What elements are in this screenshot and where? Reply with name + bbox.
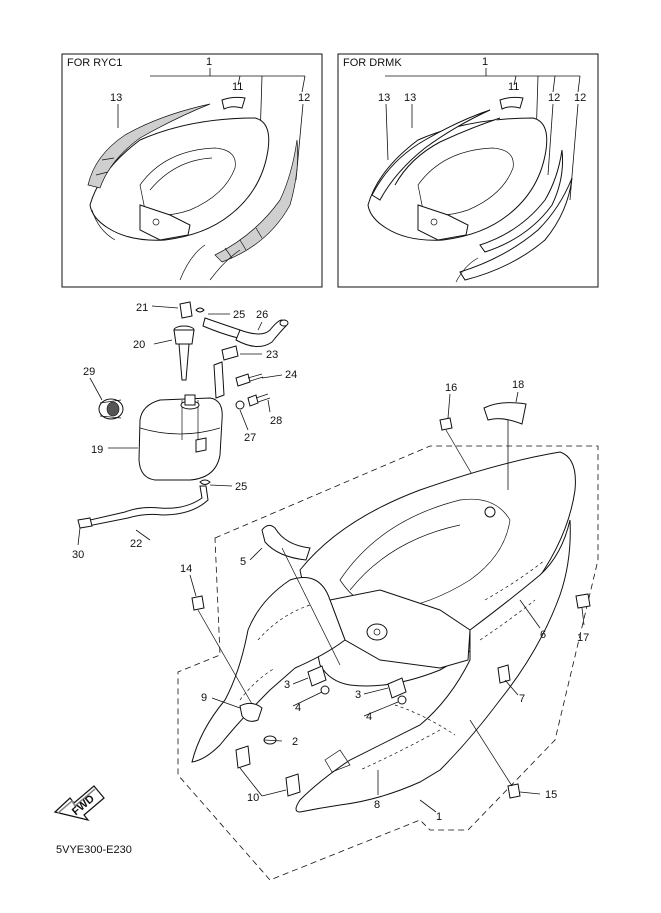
callout-4: 4 — [366, 711, 372, 723]
tank-assembly — [77, 301, 289, 529]
callout-12: 12 — [548, 92, 560, 104]
callout-23: 23 — [266, 349, 278, 361]
inset-ryc1: FOR RYC1 1 11 12 13 — [61, 53, 323, 288]
callout-1: 1 — [436, 811, 442, 823]
assembly-outline — [177, 445, 599, 881]
callout-17: 17 — [577, 632, 589, 644]
inset-title: FOR RYC1 — [67, 57, 122, 69]
callout-21: 21 — [136, 302, 148, 314]
callout-30: 30 — [72, 549, 84, 561]
callout-10: 10 — [247, 792, 259, 804]
diagram-code: 5VYE300-E230 — [56, 844, 132, 856]
callout-22: 22 — [130, 538, 142, 550]
callout-12: 12 — [298, 92, 310, 104]
inset-drmk: FOR DRMK 1 11 12 12 13 13 — [337, 53, 599, 288]
callout-1: 1 — [206, 56, 212, 68]
callout-19: 19 — [91, 444, 103, 456]
callout-26: 26 — [256, 309, 268, 321]
callout-18: 18 — [512, 379, 524, 391]
callout-25: 25 — [233, 309, 245, 321]
inset-frame — [337, 53, 599, 288]
fwd-arrow-icon: FWD — [53, 785, 105, 821]
callout-15: 15 — [545, 789, 557, 801]
callout-7: 7 — [519, 693, 525, 705]
callout-27: 27 — [244, 432, 256, 444]
seat-cowl-main — [177, 402, 599, 881]
callout-11: 11 — [508, 81, 519, 93]
callout-4: 4 — [295, 702, 301, 714]
callout-24: 24 — [285, 369, 297, 381]
callout-13: 13 — [404, 92, 416, 104]
callout-16: 16 — [445, 382, 457, 394]
callout-13: 13 — [110, 92, 122, 104]
callout-20: 20 — [133, 339, 145, 351]
callout-5: 5 — [240, 556, 246, 568]
callout-9: 9 — [201, 692, 207, 704]
callout-29: 29 — [83, 366, 95, 378]
callout-28: 28 — [270, 415, 282, 427]
callout-3: 3 — [284, 679, 290, 691]
callout-13: 13 — [378, 92, 390, 104]
callout-3: 3 — [355, 689, 361, 701]
callout-25: 25 — [235, 481, 247, 493]
callout-8: 8 — [374, 799, 380, 811]
callout-6: 6 — [540, 629, 546, 641]
inset-frame — [61, 53, 323, 288]
callout-2: 2 — [292, 736, 298, 748]
callout-11: 11 — [232, 81, 243, 93]
callout-12: 12 — [574, 92, 586, 104]
inset-title: FOR DRMK — [343, 57, 402, 69]
callout-14: 14 — [180, 563, 192, 575]
callout-1: 1 — [482, 56, 488, 68]
